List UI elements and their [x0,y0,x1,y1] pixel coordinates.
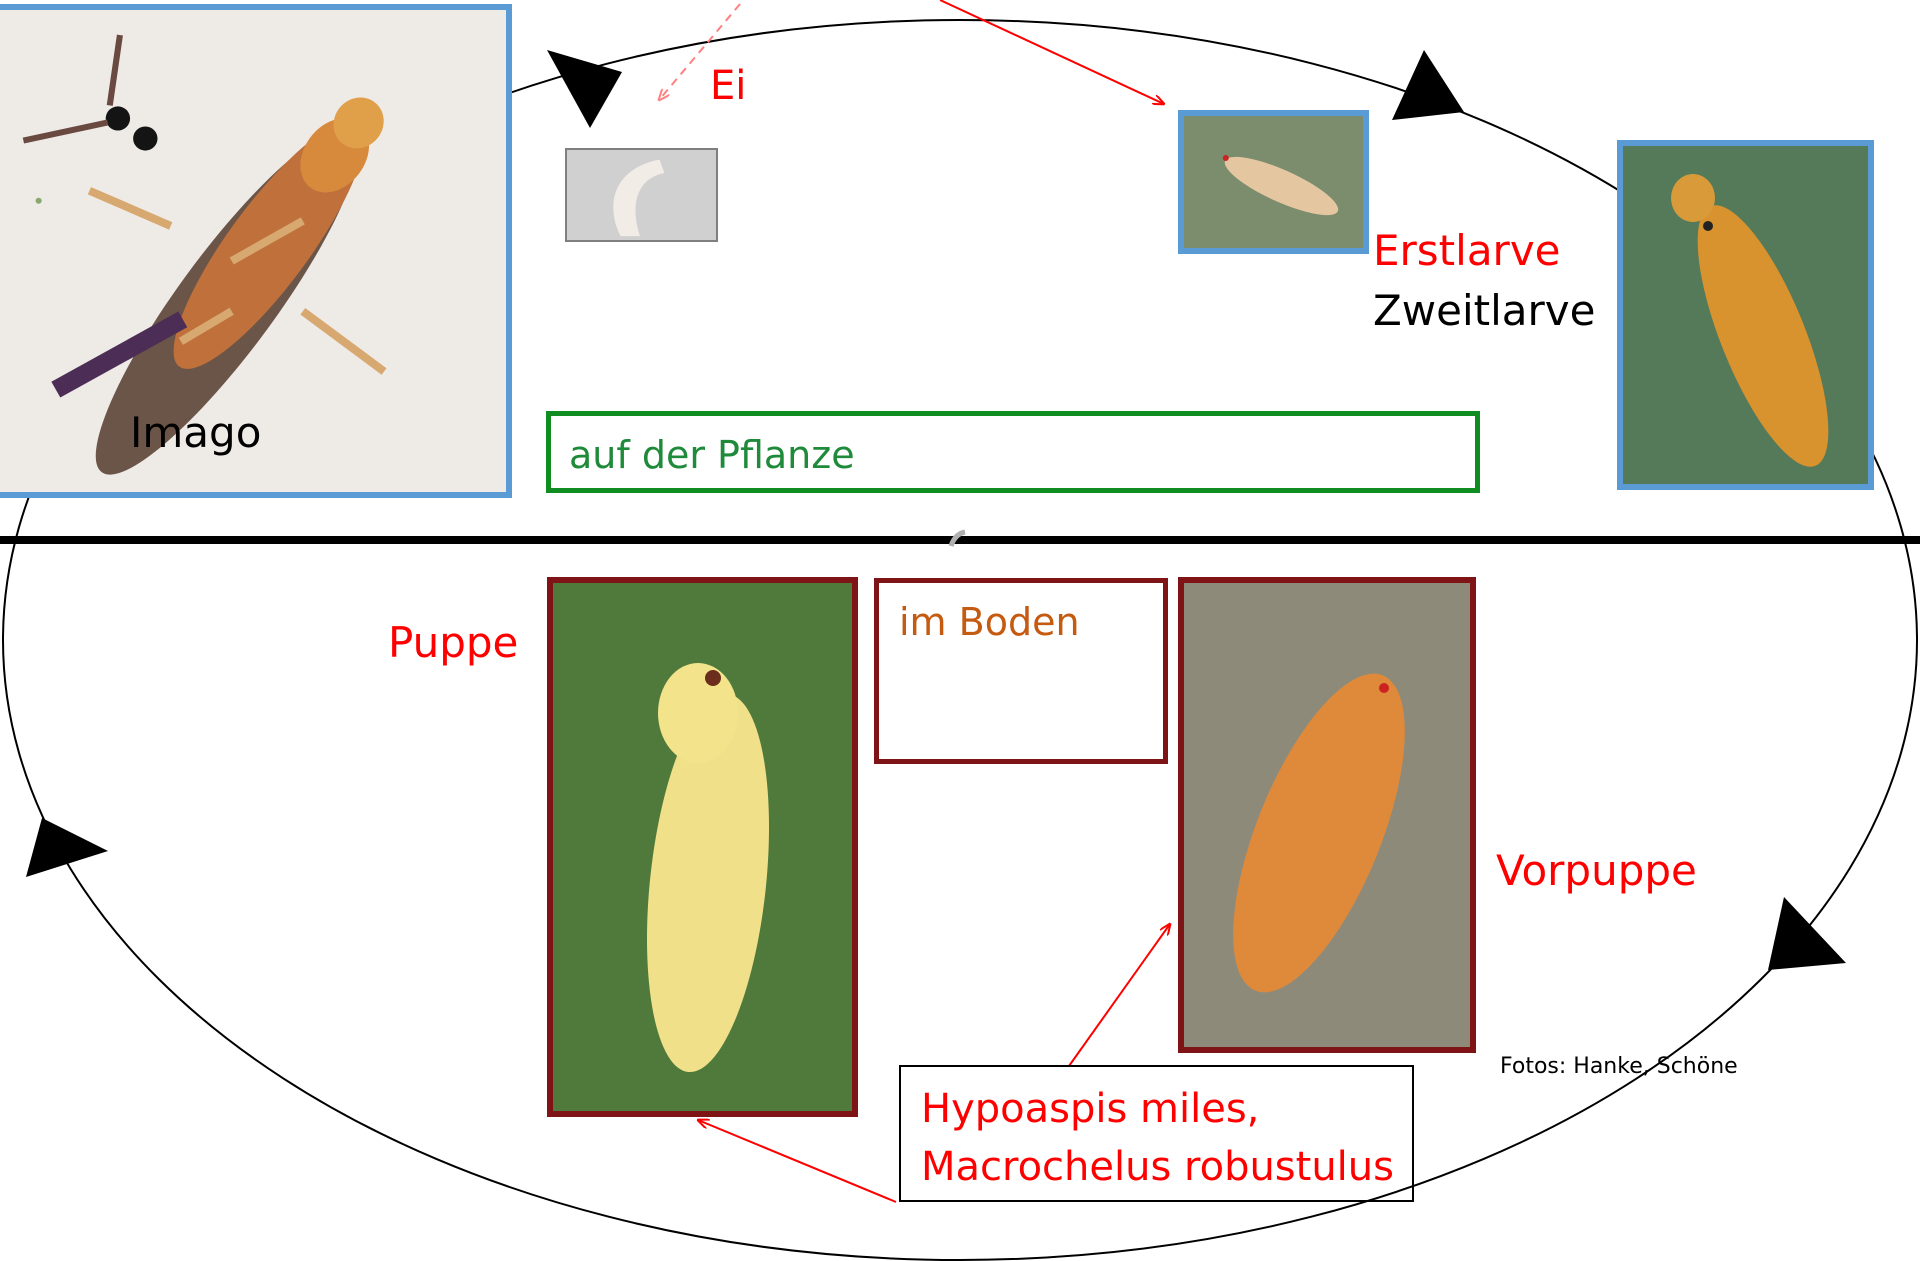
second-larva-photo [1617,140,1874,490]
cycle-arrow-top-left [547,50,622,128]
first-larva-pointer-line [940,0,1164,104]
stage-label-zweitlarve: Zweitlarve [1373,290,1595,332]
in-soil-zone-box: im Boden [874,578,1168,764]
predator-box: Hypoaspis miles, Macrochelus robustulus [899,1065,1414,1202]
cycle-arrow-bottom-left [26,818,108,877]
egg-photo [565,148,718,242]
stage-label-erstlarve: Erstlarve [1373,230,1561,272]
zone-label-on-plant: auf der Pflanze [569,436,855,474]
photo-credit: Fotos: Hanke, Schöne [1500,1056,1738,1078]
stage-label-vorpuppe: Vorpuppe [1496,850,1697,892]
prepupa-photo [1178,577,1476,1053]
zone-label-in-soil: im Boden [899,603,1080,641]
cycle-arrow-top-right [1392,50,1464,120]
on-plant-zone-box: auf der Pflanze [546,411,1480,493]
pupa-photo [547,577,858,1117]
cycle-arrow-right [1768,897,1846,970]
predator-line-1: Hypoaspis miles, [921,1089,1259,1129]
predator-to-prepupa-line [1069,924,1170,1066]
predator-to-pupa-line [698,1120,896,1202]
predator-line-2: Macrochelus robustulus [921,1147,1394,1187]
stage-label-puppe: Puppe [388,622,518,664]
first-larva-photo [1178,110,1369,254]
stage-label-ei: Ei [710,66,746,106]
stage-label-imago: Imago [130,412,261,454]
